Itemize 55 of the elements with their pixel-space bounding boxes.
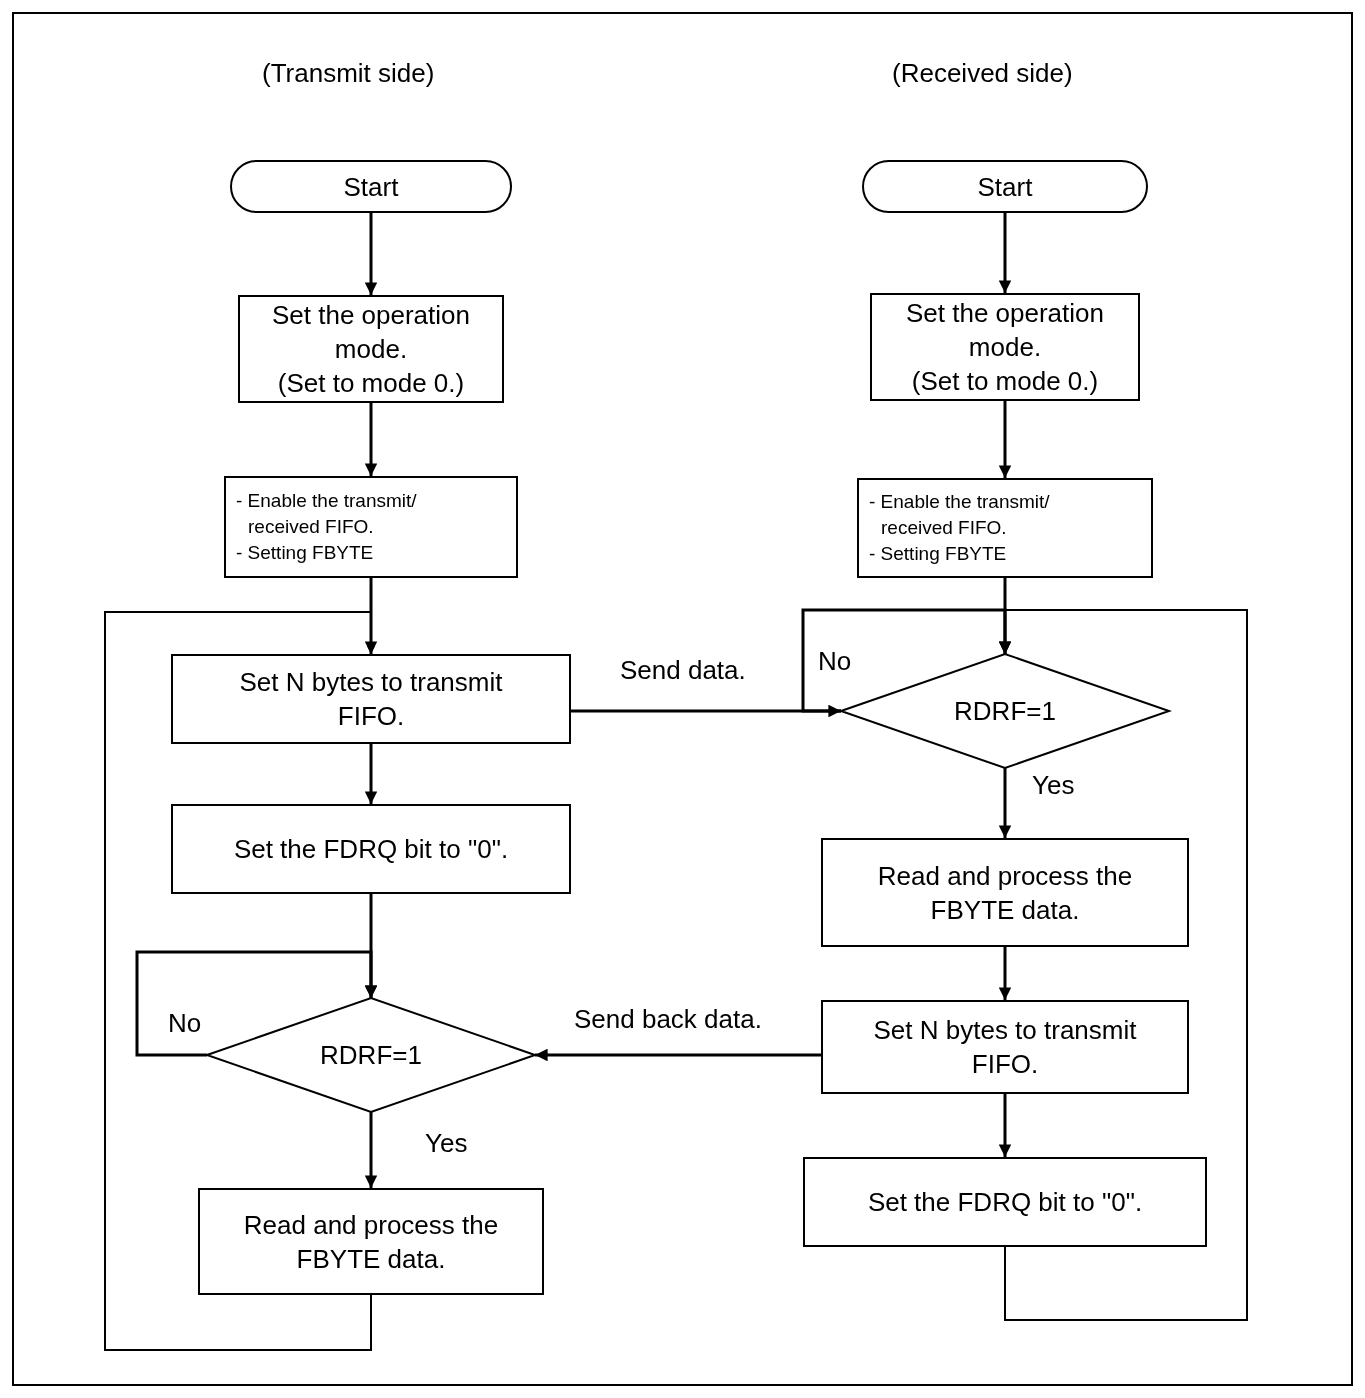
step-text: - Enable the transmit/ received FIFO. [236, 489, 418, 539]
arrow [364, 403, 378, 476]
step-text: Set the operation mode. [270, 299, 471, 366]
terminal-shape [862, 160, 1148, 213]
edge-label: No [818, 646, 852, 677]
edge-label: Yes [425, 1128, 468, 1159]
column-heading: (Transmit side) [262, 58, 435, 89]
arrow [364, 213, 378, 295]
condition-text: RDRF=1 [320, 1039, 422, 1072]
process-box [238, 295, 504, 403]
process-box [870, 293, 1140, 401]
process-box [171, 654, 571, 744]
arrow [801, 608, 1012, 713]
arrow [364, 1112, 378, 1188]
step-text: Set the operation mode. [904, 297, 1105, 364]
step-text: (Set to mode 0.) [911, 365, 1099, 398]
arrow [135, 950, 378, 1057]
edge-label: No [168, 1008, 202, 1039]
step-text: - Setting FBYTE [236, 541, 374, 565]
edge-label: Send back data. [574, 1004, 762, 1035]
decision-diamond [207, 998, 535, 1112]
step-text: Start [977, 170, 1033, 204]
arrow [998, 1094, 1012, 1157]
step-text: (Set to mode 0.) [277, 367, 465, 400]
process-box [198, 1188, 544, 1295]
arrow [998, 947, 1012, 1000]
process-box [803, 1157, 1207, 1247]
process-box [857, 478, 1153, 578]
arrow [535, 1048, 821, 1062]
arrow [364, 578, 378, 654]
edge-label: Send data. [620, 655, 746, 686]
step-text: Read and process the FBYTE data. [876, 859, 1134, 927]
step-text: Set N bytes to transmit FIFO. [238, 666, 504, 733]
arrow [998, 213, 1012, 293]
step-text: Set the FDRQ bit to "0". [867, 1186, 1143, 1219]
arrow [571, 704, 841, 718]
edge-label: Yes [1032, 770, 1075, 801]
arrow [998, 401, 1012, 478]
arrow [364, 744, 378, 804]
arrow [1000, 609, 1248, 1321]
step-text: Start [343, 170, 399, 204]
condition-text: RDRF=1 [954, 695, 1056, 728]
process-box [171, 804, 571, 894]
step-text: Set N bytes to transmit FIFO. [872, 1014, 1138, 1081]
arrow [104, 611, 376, 1351]
step-text: - Setting FBYTE [869, 542, 1007, 566]
terminal-shape [230, 160, 512, 213]
process-box [821, 838, 1189, 947]
step-text: - Enable the transmit/ received FIFO. [869, 490, 1051, 540]
arrow [998, 768, 1012, 838]
process-box [821, 1000, 1189, 1094]
column-heading: (Received side) [892, 58, 1073, 89]
step-text: Read and process the FBYTE data. [242, 1208, 500, 1276]
process-box [224, 476, 518, 578]
step-text: Set the FDRQ bit to "0". [233, 833, 509, 866]
